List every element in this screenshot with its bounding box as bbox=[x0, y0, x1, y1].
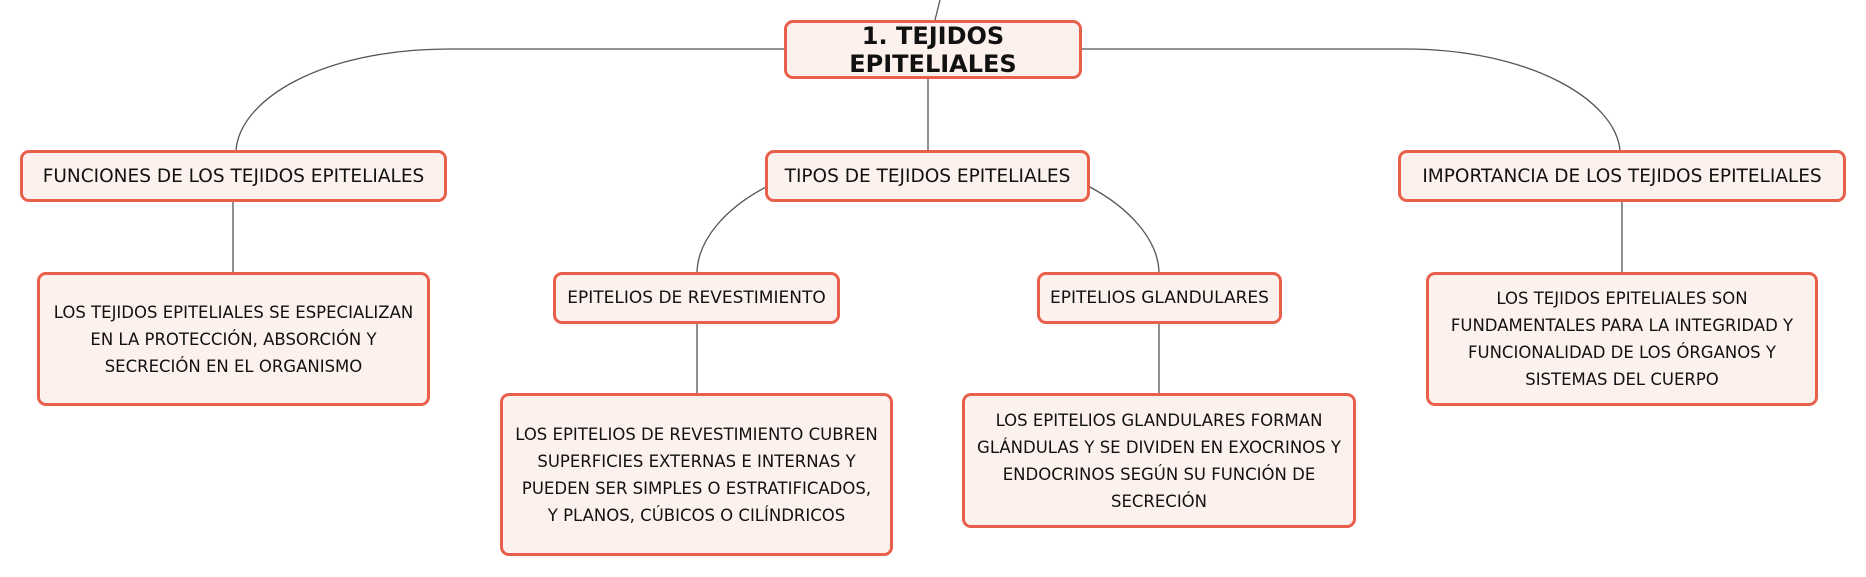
connector-tipos-to-glandulares bbox=[1087, 185, 1160, 273]
sub-label-glandulares: EPITELIOS GLANDULARES bbox=[1050, 288, 1269, 308]
detail-node-revestimiento[interactable]: LOS EPITELIOS DE REVESTIMIENTO CUBREN SU… bbox=[500, 393, 893, 556]
connector-parent-to-root bbox=[934, 0, 941, 21]
detail-node-importancia[interactable]: LOS TEJIDOS EPITELIALES SON FUNDAMENTALE… bbox=[1426, 272, 1818, 406]
connector-tipos-to-revestimiento bbox=[696, 185, 769, 273]
sub-node-glandulares[interactable]: EPITELIOS GLANDULARES bbox=[1037, 272, 1282, 324]
detail-text-importancia: LOS TEJIDOS EPITELIALES SON FUNDAMENTALE… bbox=[1450, 289, 1794, 389]
branch-node-tipos[interactable]: TIPOS DE TEJIDOS EPITELIALES bbox=[765, 150, 1090, 202]
root-label: 1. TEJIDOS EPITELIALES bbox=[849, 21, 1017, 78]
branch-label-importancia: IMPORTANCIA DE LOS TEJIDOS EPITELIALES bbox=[1422, 165, 1822, 187]
detail-node-glandulares[interactable]: LOS EPITELIOS GLANDULARES FORMAN GLÁNDUL… bbox=[962, 393, 1356, 528]
branch-label-funciones: FUNCIONES DE LOS TEJIDOS EPITELIALES bbox=[42, 165, 425, 187]
sub-label-revestimiento: EPITELIOS DE REVESTIMIENTO bbox=[567, 288, 826, 308]
sub-node-revestimiento[interactable]: EPITELIOS DE REVESTIMIENTO bbox=[553, 272, 840, 324]
detail-node-funciones[interactable]: LOS TEJIDOS EPITELIALES SE ESPECIALIZAN … bbox=[37, 272, 430, 406]
branch-label-tipos: TIPOS DE TEJIDOS EPITELIALES bbox=[784, 165, 1071, 187]
connector-root-to-funciones bbox=[235, 48, 784, 151]
root-node[interactable]: 1. TEJIDOS EPITELIALES bbox=[784, 20, 1082, 79]
detail-text-revestimiento: LOS EPITELIOS DE REVESTIMIENTO CUBREN SU… bbox=[515, 424, 878, 525]
detail-text-funciones: LOS TEJIDOS EPITELIALES SE ESPECIALIZAN … bbox=[53, 302, 414, 376]
branch-node-funciones[interactable]: FUNCIONES DE LOS TEJIDOS EPITELIALES bbox=[20, 150, 447, 202]
branch-node-importancia[interactable]: IMPORTANCIA DE LOS TEJIDOS EPITELIALES bbox=[1398, 150, 1846, 202]
detail-text-glandulares: LOS EPITELIOS GLANDULARES FORMAN GLÁNDUL… bbox=[977, 410, 1341, 511]
connector-root-to-importancia bbox=[1082, 48, 1621, 151]
